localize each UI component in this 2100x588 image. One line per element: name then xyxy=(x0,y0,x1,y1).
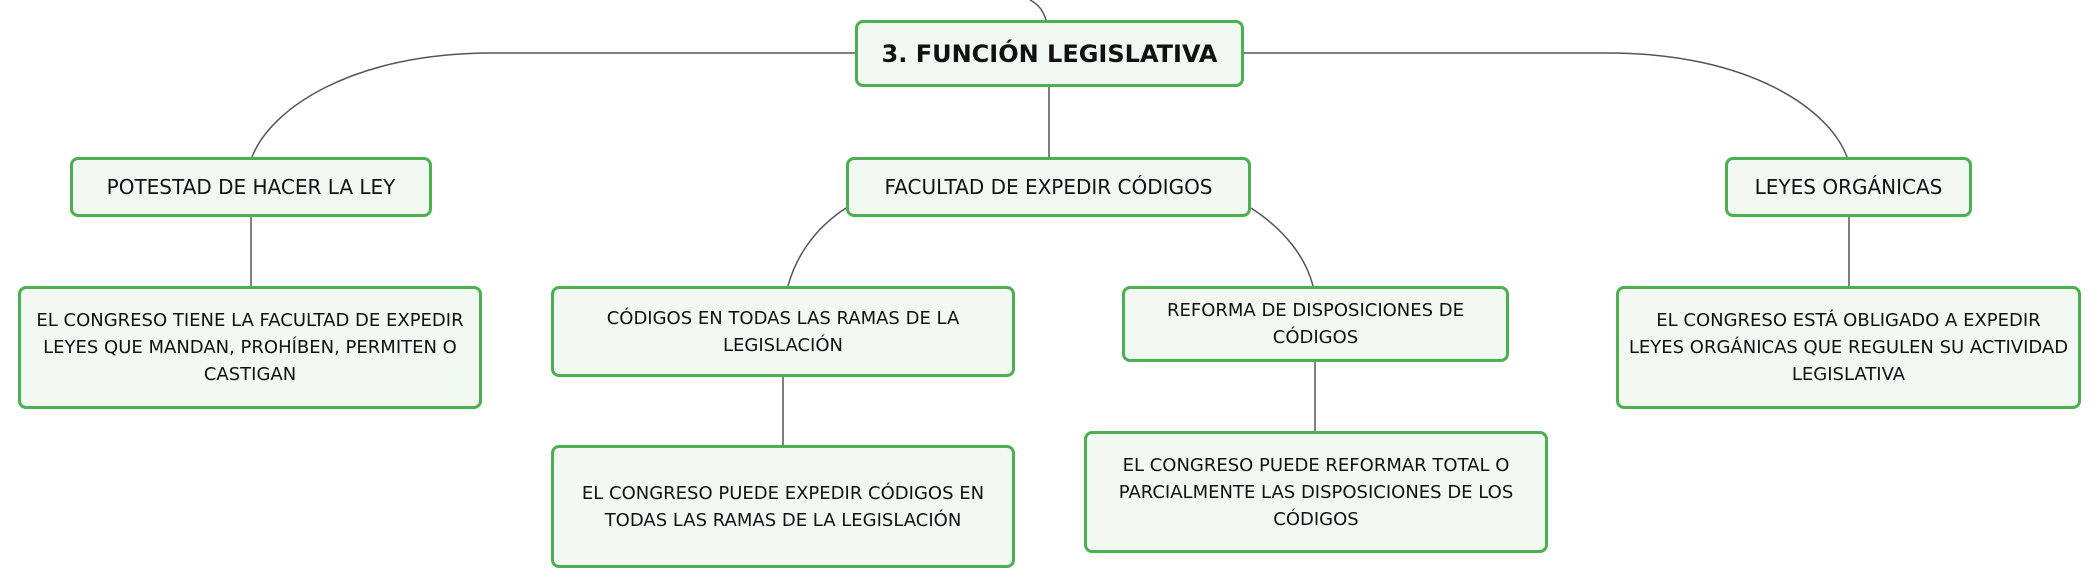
node-label: EL CONGRESO PUEDE REFORMAR TOTAL O PARCI… xyxy=(1118,454,1514,530)
node-reforma-de-disposiciones[interactable]: REFORMA DE DISPOSICIONES DE CÓDIGOS xyxy=(1122,286,1509,362)
node-leyes-organicas-description[interactable]: EL CONGRESO ESTÁ OBLIGADO A EXPEDIR LEYE… xyxy=(1616,286,2081,409)
node-label: EL CONGRESO PUEDE EXPEDIR CÓDIGOS EN TOD… xyxy=(581,482,985,531)
node-potestad-description[interactable]: EL CONGRESO TIENE LA FACULTAD DE EXPEDIR… xyxy=(18,286,482,409)
connector-parent-root xyxy=(1029,0,1047,21)
node-label: CÓDIGOS EN TODAS LAS RAMAS DE LA LEGISLA… xyxy=(606,307,960,356)
node-leyes-organicas[interactable]: LEYES ORGÁNICAS xyxy=(1725,157,1972,217)
node-reforma-description[interactable]: EL CONGRESO PUEDE REFORMAR TOTAL O PARCI… xyxy=(1084,431,1548,553)
root-node[interactable]: 3. FUNCIÓN LEGISLATIVA xyxy=(855,20,1244,87)
node-label: LEYES ORGÁNICAS xyxy=(1754,175,1943,199)
connector-facultad-reforma xyxy=(1250,207,1314,287)
connector-facultad-codigos xyxy=(787,207,847,287)
node-label: POTESTAD DE HACER LA LEY xyxy=(106,175,396,199)
node-codigos-description[interactable]: EL CONGRESO PUEDE EXPEDIR CÓDIGOS EN TOD… xyxy=(551,445,1015,568)
connector-root-leyes xyxy=(1244,52,1848,158)
node-label: EL CONGRESO ESTÁ OBLIGADO A EXPEDIR LEYE… xyxy=(1628,310,2069,385)
node-label: EL CONGRESO TIENE LA FACULTAD DE EXPEDIR… xyxy=(36,310,464,385)
root-node-label: 3. FUNCIÓN LEGISLATIVA xyxy=(881,39,1218,68)
node-potestad-de-hacer-la-ley[interactable]: POTESTAD DE HACER LA LEY xyxy=(70,157,432,217)
connector-root-potestad xyxy=(251,52,855,158)
node-label: REFORMA DE DISPOSICIONES DE CÓDIGOS xyxy=(1166,300,1465,348)
node-facultad-de-expedir-codigos[interactable]: FACULTAD DE EXPEDIR CÓDIGOS xyxy=(846,157,1251,217)
node-codigos-todas-las-ramas[interactable]: CÓDIGOS EN TODAS LAS RAMAS DE LA LEGISLA… xyxy=(551,286,1015,377)
node-label: FACULTAD DE EXPEDIR CÓDIGOS xyxy=(884,175,1213,199)
